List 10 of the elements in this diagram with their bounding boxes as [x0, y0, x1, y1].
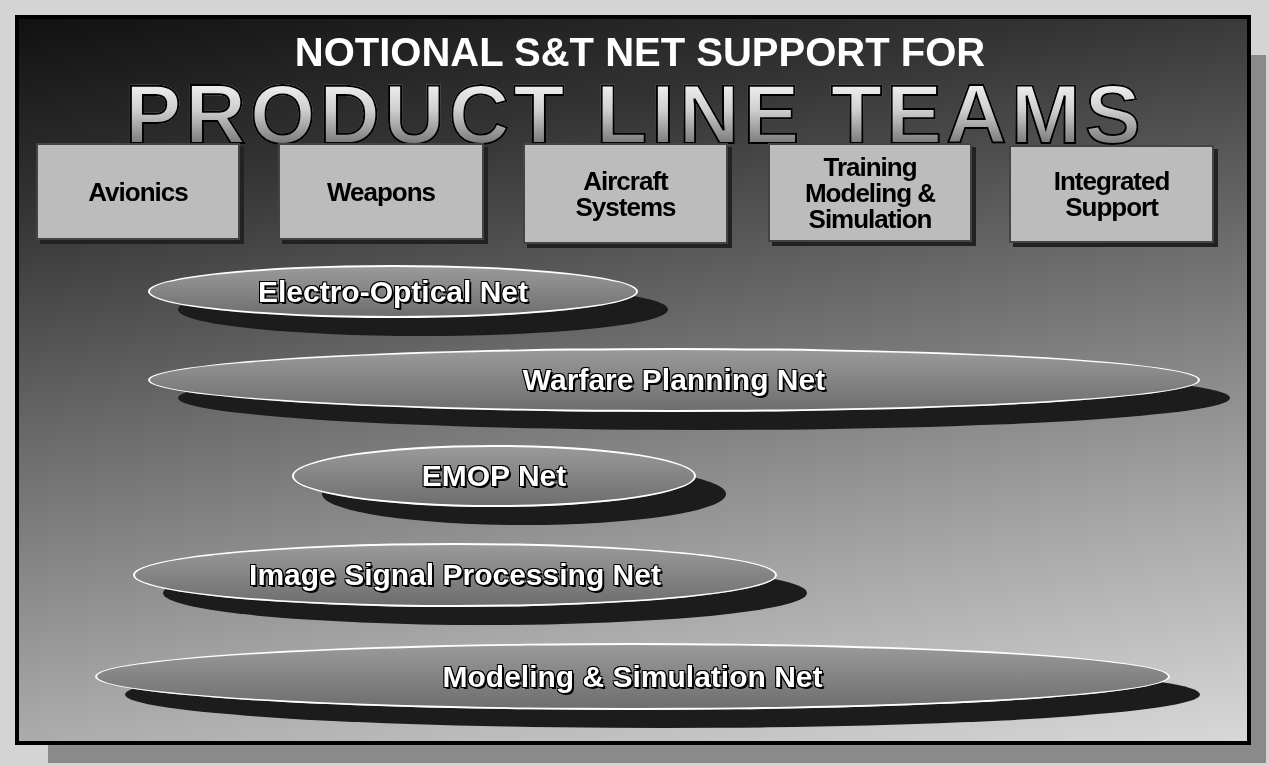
net-label: Image Signal Processing Net: [249, 559, 661, 591]
team-label: Avionics: [88, 178, 188, 205]
team-label: Aircraft Systems: [574, 167, 677, 220]
net-label: Modeling & Simulation Net: [442, 660, 823, 693]
team-label: Integrated Support: [1052, 168, 1171, 220]
net-label: EMOP Net: [421, 460, 567, 492]
team-label: Weapons: [326, 178, 436, 205]
team-label: Training Modeling & Simulation: [803, 153, 937, 232]
net-label: Warfare Planning Net: [522, 364, 826, 396]
net-label: Electro-Optical Net: [257, 275, 529, 308]
